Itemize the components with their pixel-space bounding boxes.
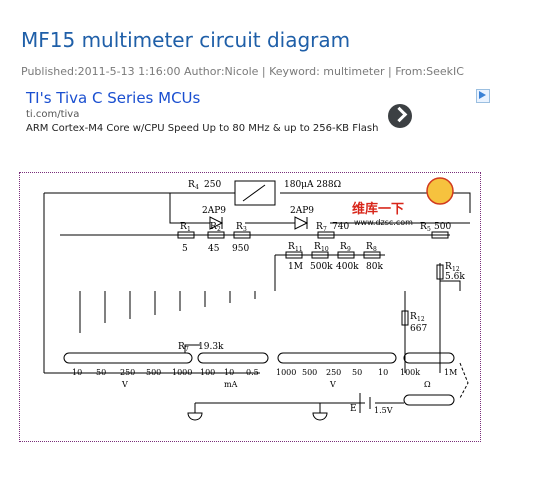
r12-value: 5.6k bbox=[445, 272, 465, 282]
watermark-url: www.dzsc.com bbox=[354, 218, 413, 227]
ad-title-link[interactable]: TI's Tiva C Series MCUs bbox=[26, 89, 201, 107]
ohm-1m: 1M bbox=[444, 368, 457, 377]
r9-sub: 9 bbox=[347, 246, 351, 253]
ohm-unit: Ω bbox=[424, 380, 431, 389]
r10-value: 500k bbox=[310, 262, 333, 272]
r9-value: 400k bbox=[336, 262, 359, 272]
r8-sub: 8 bbox=[373, 246, 377, 253]
article-meta: Published:2011-5-13 1:16:00 Author:Nicol… bbox=[21, 65, 464, 78]
battery-label: E bbox=[350, 404, 357, 414]
dcv-50: 50 bbox=[352, 368, 362, 377]
r1-label: R bbox=[180, 222, 187, 232]
ad-banner[interactable]: TI's Tiva C Series MCUs ti.com/tiva ARM … bbox=[21, 86, 490, 148]
ohm-100k: 100k bbox=[400, 368, 420, 377]
r5-sub: 5 bbox=[427, 226, 431, 233]
ad-url[interactable]: ti.com/tiva bbox=[26, 109, 80, 120]
r6-label: R bbox=[178, 342, 185, 352]
r6-sub: 7 bbox=[185, 346, 189, 353]
dcv-500: 500 bbox=[302, 368, 317, 377]
acv-1000: 1000 bbox=[172, 368, 192, 377]
r1-value: 5 bbox=[182, 244, 188, 254]
watermark-logo: 维库一下 www.dzsc.com bbox=[352, 177, 454, 227]
r6-value: 19.3k bbox=[198, 342, 224, 352]
r13-label: R bbox=[410, 312, 417, 322]
ma-unit: mA bbox=[224, 380, 238, 389]
r11-sub: 11 bbox=[295, 246, 303, 253]
r8-value: 80k bbox=[366, 262, 383, 272]
r2-value: 45 bbox=[208, 244, 220, 254]
watermark-brand: 维库一下 bbox=[352, 201, 404, 217]
acv-50: 50 bbox=[96, 368, 106, 377]
r10-sub: 10 bbox=[321, 246, 329, 253]
r5-value: 500 bbox=[434, 222, 451, 232]
r3-sub: 3 bbox=[243, 226, 247, 233]
r12-sub: 12 bbox=[452, 266, 460, 273]
r4-value: 250 bbox=[204, 180, 221, 190]
circuit-diagram: R 4 250 180μA 288Ω 2AP9 2AP9 R 1 5 R 2 4… bbox=[19, 172, 481, 442]
battery-value: 1.5V bbox=[374, 406, 393, 415]
r13-value: 667 bbox=[410, 324, 427, 334]
r11-label: R bbox=[288, 242, 295, 252]
r11-value: 1M bbox=[288, 262, 303, 272]
r5-label: R bbox=[420, 222, 427, 232]
ma-05: 0.5 bbox=[246, 368, 259, 377]
r13-sub: 12 bbox=[417, 316, 425, 323]
acv-10: 10 bbox=[72, 368, 82, 377]
r2-label: R bbox=[210, 222, 217, 232]
acv-unit: V bbox=[121, 380, 128, 389]
dcv-unit: V bbox=[329, 380, 336, 389]
dcv-1000: 1000 bbox=[276, 368, 296, 377]
r8-label: R bbox=[366, 242, 373, 252]
r7-label: R bbox=[316, 222, 323, 232]
r12-label: R bbox=[445, 262, 452, 272]
meter-spec: 180μA 288Ω bbox=[284, 180, 341, 190]
r3-label: R bbox=[236, 222, 243, 232]
chevron-right-icon[interactable] bbox=[388, 104, 412, 128]
r4-sub: 4 bbox=[195, 184, 199, 191]
r7-value: 740 bbox=[332, 222, 349, 232]
page-title: MF15 multimeter circuit diagram bbox=[21, 28, 351, 52]
acv-250: 250 bbox=[120, 368, 135, 377]
adchoices-icon[interactable] bbox=[476, 89, 490, 103]
r4-label: R bbox=[188, 180, 195, 190]
dcv-10: 10 bbox=[378, 368, 388, 377]
r9-label: R bbox=[340, 242, 347, 252]
ma-10: 10 bbox=[224, 368, 234, 377]
diode-1-label: 2AP9 bbox=[202, 206, 226, 216]
acv-500: 500 bbox=[146, 368, 161, 377]
ad-description: ARM Cortex-M4 Core w/CPU Speed Up to 80 … bbox=[26, 123, 379, 134]
r1-sub: 1 bbox=[187, 226, 191, 233]
r10-label: R bbox=[314, 242, 321, 252]
r2-sub: 2 bbox=[217, 226, 221, 233]
r7-sub: 7 bbox=[323, 226, 327, 233]
circuit-svg: R 4 250 180μA 288Ω 2AP9 2AP9 R 1 5 R 2 4… bbox=[43, 177, 471, 421]
dcv-250: 250 bbox=[326, 368, 341, 377]
ma-100: 100 bbox=[200, 368, 215, 377]
r3-value: 950 bbox=[232, 244, 249, 254]
diode-2-label: 2AP9 bbox=[290, 206, 314, 216]
